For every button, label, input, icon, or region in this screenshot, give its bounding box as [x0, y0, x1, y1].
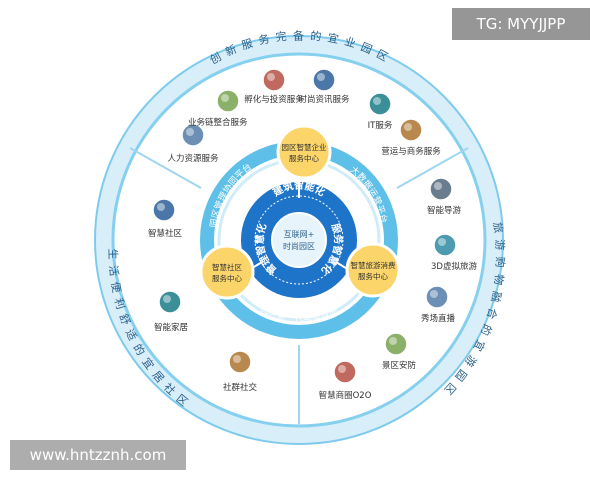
vr-icon-highlight — [438, 238, 446, 246]
incubation-icon-highlight — [267, 73, 275, 81]
community-center-line1: 智慧社区 — [212, 262, 242, 272]
service-label: 智慧商圈O2O — [319, 390, 372, 401]
service-node: 孵化与投资服务 — [244, 68, 304, 105]
stage-icon-highlight — [430, 290, 438, 298]
service-label: 时尚资讯服务 — [298, 94, 350, 105]
tourism-center-line2: 服务中心 — [358, 271, 388, 281]
chain-icon-highlight — [221, 94, 229, 102]
service-node: 时尚资讯服务 — [298, 68, 350, 105]
social-icon — [228, 350, 252, 374]
it-icon — [368, 92, 392, 116]
service-label: 人力资源服务 — [167, 153, 219, 164]
shopping-icon — [333, 360, 357, 384]
service-label: 秀场直播 — [421, 313, 456, 324]
community-center-line2: 服务中心 — [212, 273, 242, 283]
fashion-icon — [312, 68, 336, 92]
it-icon-highlight — [373, 97, 381, 105]
service-node: 营运与商务服务 — [381, 118, 441, 157]
tourism-center-line1: 智慧旅游消费 — [351, 260, 396, 270]
chain-icon — [216, 89, 240, 113]
service-node: 人力资源服务 — [167, 123, 219, 164]
service-label: 孵化与投资服务 — [244, 94, 304, 105]
service-label: 智慧社区 — [148, 228, 183, 239]
enterprise-center-line1: 园区智慧企业 — [282, 142, 327, 152]
stage-icon — [425, 285, 449, 309]
community-icon-highlight — [157, 203, 165, 211]
service-label: 智能导游 — [427, 205, 462, 216]
globe-icon — [399, 118, 423, 142]
fashion-icon-highlight — [317, 73, 325, 81]
core-circle — [271, 212, 327, 268]
service-label: 社群社交 — [223, 382, 258, 393]
shopping-icon-highlight — [338, 365, 346, 373]
sector-divider — [396, 147, 469, 189]
watermark-tag: TG: MYYJJPP — [452, 8, 590, 40]
service-label: IT服务 — [368, 120, 393, 131]
core-line-1: 互联网+ — [284, 230, 315, 239]
inner-label-top: 建筑智能化 — [270, 179, 328, 200]
core-line-2: 时尚园区 — [283, 241, 315, 251]
guide-icon-highlight — [434, 182, 442, 190]
service-label: 业务链整合服务 — [188, 117, 248, 128]
globe-icon-highlight — [404, 123, 412, 131]
enterprise-center: 园区智慧企业 服务中心 — [276, 124, 332, 180]
watermark-url: www.hntzznh.com — [10, 440, 186, 470]
people-icon — [181, 123, 205, 147]
social-icon-highlight — [233, 355, 241, 363]
service-node: 智慧社区 — [148, 198, 183, 239]
service-label: 智能家居 — [154, 322, 188, 333]
service-node: 秀场直播 — [421, 285, 456, 324]
guide-icon — [429, 177, 453, 201]
community-icon — [152, 198, 176, 222]
incubation-icon — [262, 68, 286, 92]
service-node: 智能导游 — [427, 177, 462, 216]
enterprise-center-line2: 服务中心 — [289, 153, 319, 163]
service-node: 智慧商圈O2O — [319, 360, 372, 401]
service-label: 景区安防 — [382, 360, 417, 371]
community-center: 智慧社区 服务中心 — [199, 244, 255, 300]
security-icon — [384, 332, 408, 356]
service-node: 业务链整合服务 — [188, 89, 248, 128]
security-icon-highlight — [389, 337, 397, 345]
sector-divider — [129, 147, 202, 189]
service-node: 3D虚拟旅游 — [431, 233, 477, 272]
service-label: 营运与商务服务 — [381, 146, 441, 157]
home-icon — [158, 290, 182, 314]
vr-icon — [433, 233, 457, 257]
tourism-center: 智慧旅游消费 服务中心 — [345, 242, 401, 298]
service-node: 智能家居 — [154, 290, 188, 333]
inner-dashed-rim — [254, 195, 344, 285]
service-node: 景区安防 — [382, 332, 417, 371]
people-icon-highlight — [186, 128, 194, 136]
service-node: 社群社交 — [223, 350, 258, 393]
service-label: 3D虚拟旅游 — [431, 261, 477, 272]
home-icon-highlight — [163, 295, 171, 303]
service-node: IT服务 — [368, 92, 393, 131]
